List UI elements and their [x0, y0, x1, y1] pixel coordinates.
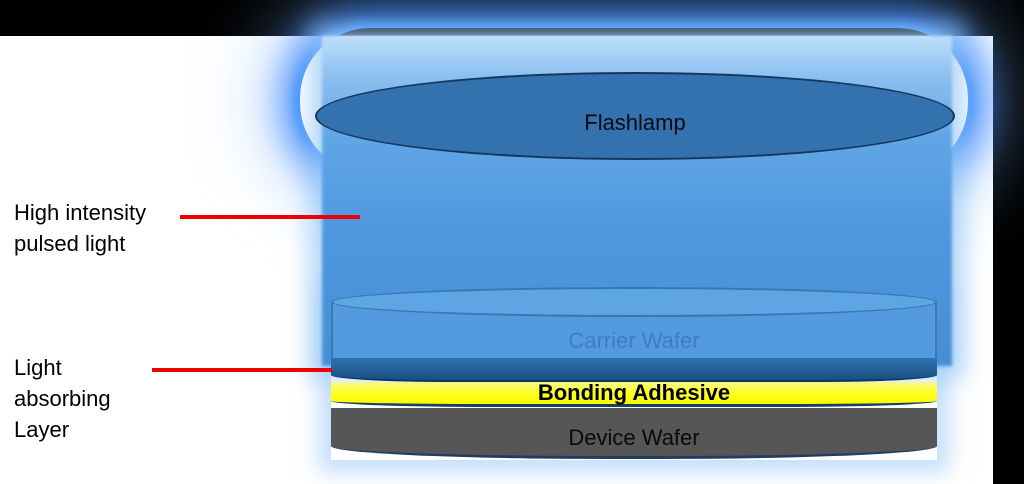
- light-absorbing-layer-shape: [331, 358, 937, 382]
- pointer-line-pulsed-light: [180, 215, 360, 219]
- device-wafer-shape: Device Wafer: [331, 408, 937, 459]
- flashlamp-label: Flashlamp: [584, 110, 686, 135]
- device-wafer-label: Device Wafer: [568, 425, 700, 450]
- bonding-adhesive-label: Bonding Adhesive: [537, 380, 731, 405]
- annotation-absorbing-layer: Light absorbing Layer: [14, 355, 111, 442]
- carrier-wafer-top-ellipse: [331, 287, 937, 317]
- pointer-line-absorbing-layer: [152, 368, 332, 372]
- flashlamp-shape: Flashlamp: [315, 72, 955, 160]
- carrier-wafer-label: Carrier Wafer: [568, 328, 700, 353]
- annotation-pulsed-light: High intensity pulsed light: [14, 200, 147, 256]
- bonding-adhesive-layer: Bonding Adhesive: [331, 380, 937, 407]
